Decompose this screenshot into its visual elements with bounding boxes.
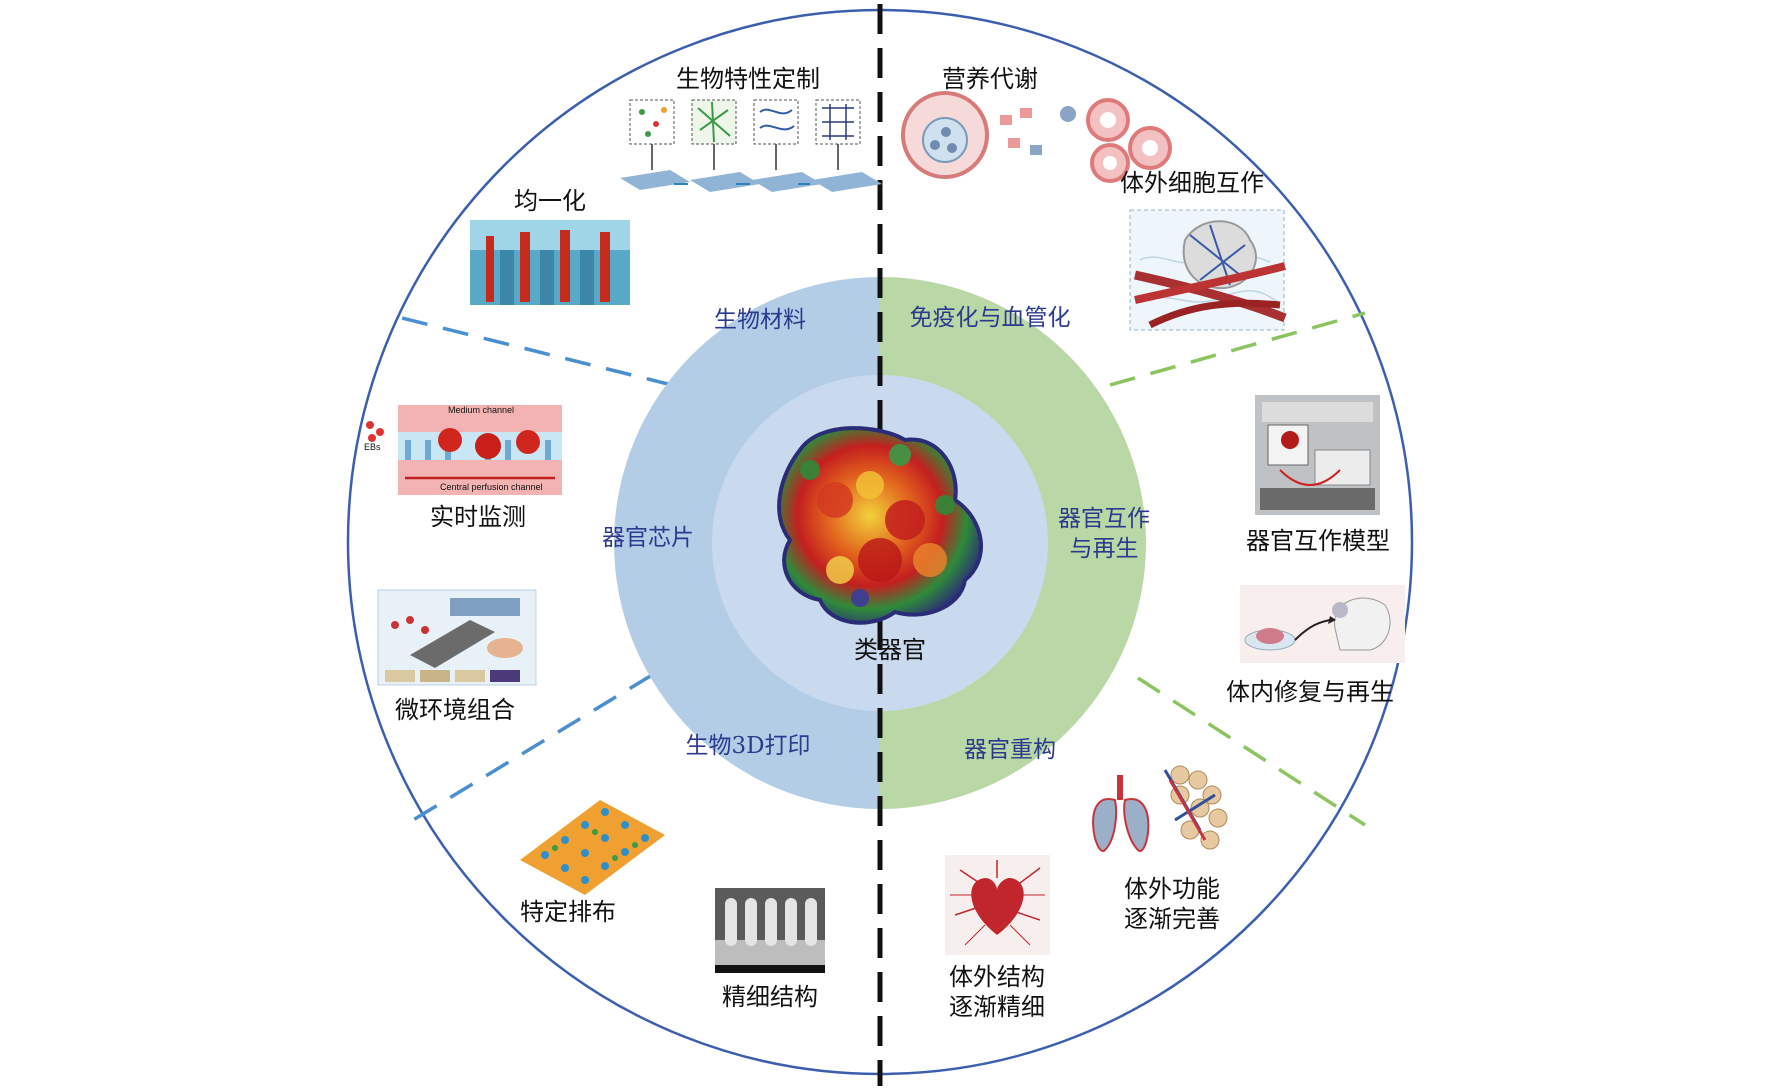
bio-properties-image [620, 99, 882, 192]
fine-structure-image [715, 888, 825, 973]
blue-dash-upper [389, 313, 673, 387]
ring-label-bioprinting: 生物3D打印 [685, 733, 811, 759]
ring-label-organ-chip: 器官芯片 [602, 525, 694, 551]
label-realtime-monitoring: 实时监测 [430, 503, 526, 531]
realtime-monitoring-image [366, 405, 562, 495]
label-homogenization: 均一化 [514, 187, 586, 215]
specific-arrangement-image [520, 800, 665, 895]
green-dash-lower [1137, 676, 1366, 827]
label-nutrient-metabolism: 营养代谢 [942, 65, 1038, 93]
ring-label-biomaterials: 生物材料 [714, 307, 806, 333]
label-function-line1: 体外功能 [1124, 875, 1220, 903]
in-vivo-repair-image [1240, 585, 1405, 663]
label-function-line2: 逐渐完善 [1124, 905, 1220, 933]
label-bio-properties: 生物特性定制 [676, 65, 820, 93]
organoid-image [777, 426, 983, 625]
ring-label-interaction-line2: 与再生 [1069, 536, 1139, 562]
thumb-text-central-channel: Central perfusion channel [440, 482, 543, 492]
thumb-text-ebs: EBs [364, 442, 381, 452]
label-structure-line1: 体外结构 [949, 963, 1045, 991]
thumb-text-medium-channel: Medium channel [448, 405, 515, 415]
microenvironment-image [377, 589, 537, 686]
organ-interaction-model-image [1255, 395, 1380, 515]
label-specific-arrangement: 特定排布 [520, 898, 616, 926]
lungs-image [1092, 765, 1228, 852]
label-in-vivo-repair: 体内修复与再生 [1226, 678, 1394, 706]
label-structure-line2: 逐渐精细 [949, 993, 1045, 1021]
label-in-vitro-interaction: 体外细胞互作 [1120, 169, 1264, 197]
ring-label-immune-vascular: 免疫化与血管化 [909, 305, 1071, 331]
label-fine-structure: 精细结构 [722, 983, 818, 1011]
nutrient-metabolism-image [901, 91, 1172, 183]
homogenization-image [470, 220, 630, 305]
ring-label-reconstruction: 器官重构 [964, 737, 1056, 763]
label-organ-interaction-model: 器官互作模型 [1246, 527, 1390, 555]
ring-label-interaction-line1: 器官互作 [1058, 506, 1150, 532]
heart-image [945, 855, 1050, 955]
label-microenvironment: 微环境组合 [395, 696, 515, 724]
in-vitro-interaction-image [1129, 209, 1287, 331]
green-dash-upper [1109, 311, 1366, 387]
center-label: 类器官 [854, 636, 926, 664]
blue-dash-lower [404, 673, 653, 827]
